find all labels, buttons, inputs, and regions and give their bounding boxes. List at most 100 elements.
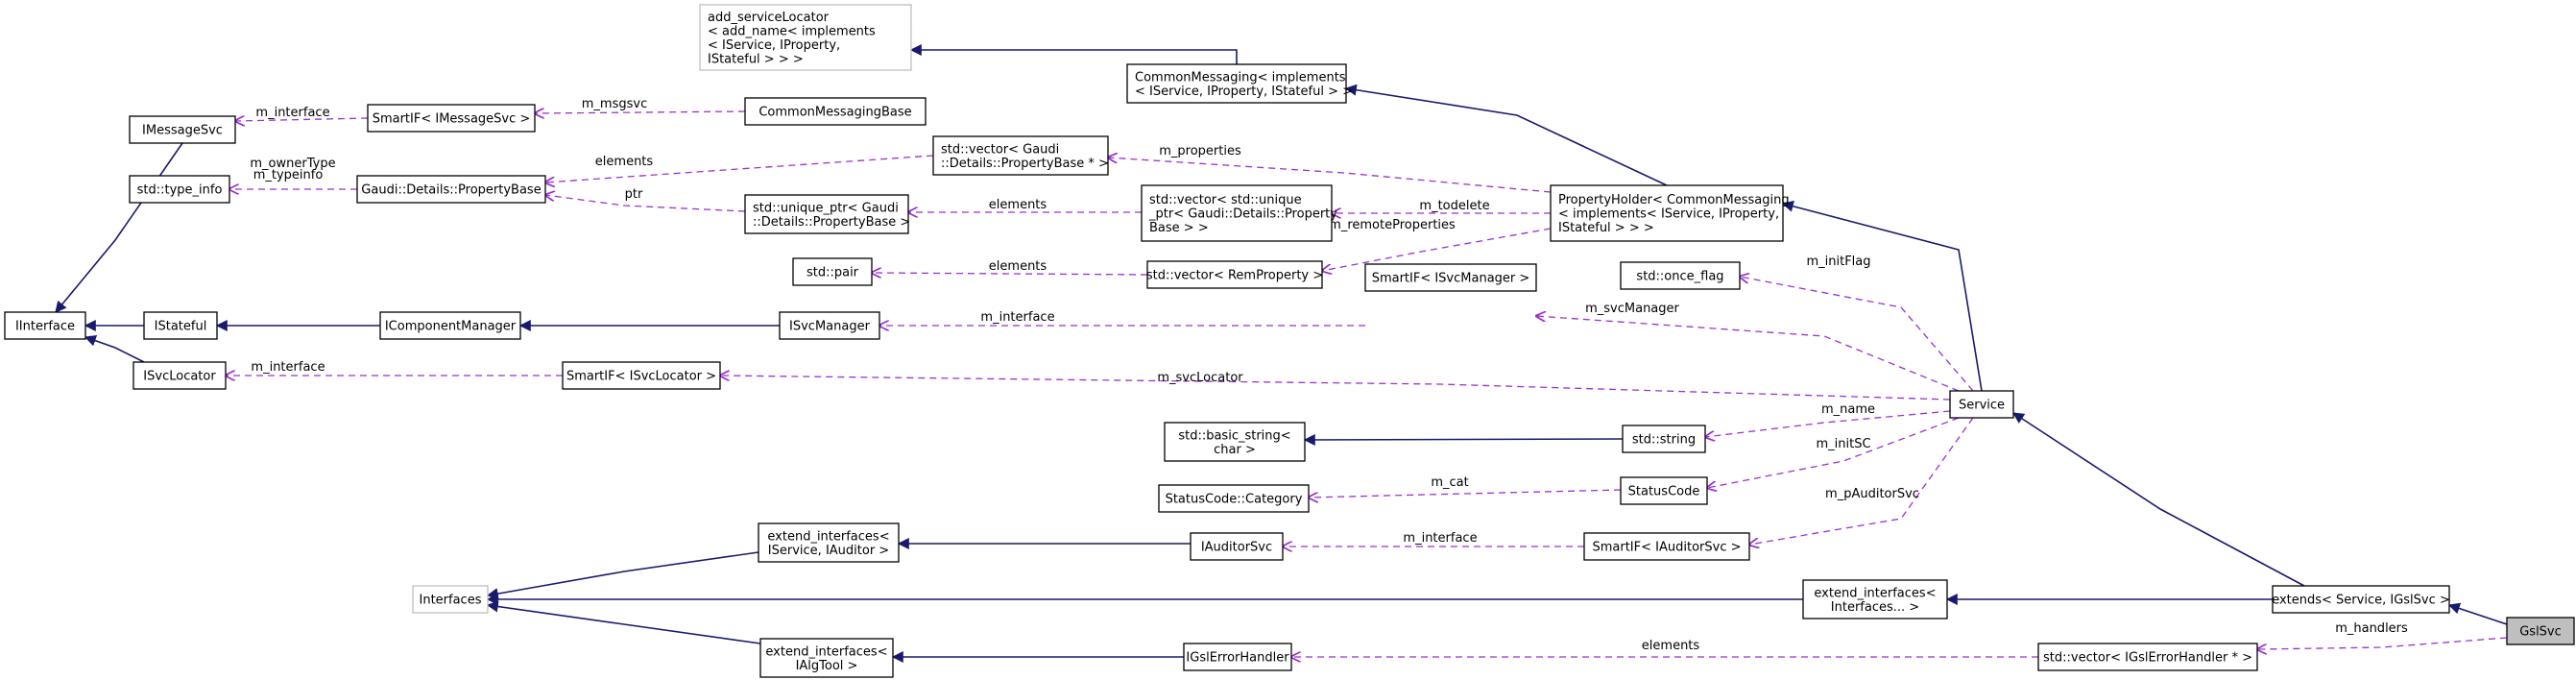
class-box-status-code-category [1158, 484, 1310, 513]
member-edge-common-messaging-base-to-smart-if-imessage-svc [535, 111, 746, 113]
class-node-std-type-info[interactable]: std::type_info [129, 175, 230, 204]
class-box-std-unique-ptr [744, 194, 909, 234]
class-node-std-string[interactable]: std::string [1622, 425, 1706, 453]
class-node-extend-interfaces-interfaces[interactable]: extend_interfaces<Interfaces... > [1802, 579, 1948, 619]
class-box-extend-interfaces-iservice-iauditor [758, 522, 900, 563]
class-label-common-messaging-line-1: CommonMessaging< implements [1135, 70, 1346, 85]
class-node-std-unique-ptr[interactable]: std::unique_ptr< Gaudi::Details::Propert… [744, 194, 910, 234]
class-box-common-messaging-base [744, 97, 927, 126]
class-node-gsl-svc[interactable]: GslSvc [2506, 617, 2575, 645]
class-node-istateful[interactable]: IStateful [143, 311, 218, 340]
class-node-status-code[interactable]: StatusCode [1620, 476, 1708, 505]
class-node-common-messaging[interactable]: CommonMessaging< implements< IService, I… [1126, 63, 1353, 104]
class-box-service [1949, 390, 2014, 419]
edge-label-m-name: m_name [1821, 402, 1875, 417]
inheritance-edge-property-holder-to-common-messaging [1344, 84, 1668, 186]
class-label-std-vector-unique-ptr-line-3: Base > > [1149, 221, 1209, 235]
edge-label-m-svc-locator: m_svcLocator [1157, 371, 1243, 385]
inheritance-edge-extend-interfaces-ialg-tool-to-interfaces [486, 600, 761, 644]
edge-label-m-todelete: m_todelete [1419, 199, 1489, 213]
class-node-std-vector-rem-property[interactable]: std::vector< RemProperty > [1146, 260, 1323, 289]
class-box-extend-interfaces-ialg-tool [759, 638, 894, 678]
class-label-std-type-info-line-1: std::type_info [137, 183, 223, 198]
class-label-smart-if-iauditor-svc-line-1: SmartIF< IAuditorSvc > [1592, 541, 1741, 555]
class-label-isvc-manager-line-1: ISvcManager [789, 320, 871, 334]
class-box-smart-if-iauditor-svc [1583, 532, 1750, 561]
class-label-add-service-locator-line-4: IStateful > > > [708, 52, 804, 66]
class-box-property-base [356, 175, 546, 204]
member-edge-service-to-smart-if-isvc-locator [720, 376, 1951, 401]
class-node-smart-if-imessage-svc[interactable]: SmartIF< IMessageSvc > [367, 104, 536, 133]
class-label-extend-interfaces-interfaces-line-2: Interfaces... > [1831, 600, 1919, 615]
class-label-extend-interfaces-iservice-iauditor-line-2: IService, IAuditor > [768, 544, 889, 558]
member-edge-service-to-std-once-flag [1740, 277, 1974, 392]
inheritance-edge-gsl-svc-to-extends-service-igsl-svc [2447, 602, 2508, 625]
class-box-icomponent-manager [379, 311, 521, 340]
inheritance-edge-common-messaging-to-add-service-locator [909, 44, 1238, 64]
class-node-std-basic-string[interactable]: std::basic_string<char > [1164, 422, 1306, 462]
class-node-std-vector-property-base[interactable]: std::vector< Gaudi::Details::PropertyBas… [932, 135, 1109, 176]
class-node-smart-if-isvc-manager[interactable]: SmartIF< ISvcManager > [1364, 263, 1537, 292]
class-box-std-vector-property-base [932, 135, 1109, 176]
edge-label-m-init-flag: m_initFlag [1806, 255, 1870, 269]
class-box-isvc-locator [132, 361, 227, 390]
class-node-smart-if-isvc-locator[interactable]: SmartIF< ISvcLocator > [562, 361, 721, 390]
inheritance-edge-imessage-svc-to-iinterface [55, 142, 183, 313]
class-node-std-vector-igsl-error-handler[interactable]: std::vector< IGslErrorHandler * > [2037, 643, 2258, 671]
class-label-add-service-locator-line-1: add_serviceLocator [708, 11, 830, 25]
class-label-status-code-category-line-1: StatusCode::Category [1166, 493, 1303, 507]
class-label-std-vector-rem-property-line-1: std::vector< RemProperty > [1146, 269, 1323, 283]
class-node-property-holder[interactable]: PropertyHolder< CommonMessaging< impleme… [1550, 184, 1790, 242]
class-node-imessage-svc[interactable]: IMessageSvc [129, 115, 236, 144]
member-edge-status-code-to-status-code-category [1309, 489, 1622, 498]
class-node-interfaces[interactable]: Interfaces [412, 585, 489, 614]
class-node-add-service-locator[interactable]: add_serviceLocator< add_name< implements… [699, 4, 912, 71]
edge-label-m-owner-type: m_ownerType [250, 157, 335, 171]
class-box-std-vector-igsl-error-handler [2037, 643, 2258, 671]
class-label-istateful-line-1: IStateful [155, 320, 207, 334]
class-box-std-basic-string [1164, 422, 1306, 462]
class-box-extend-interfaces-interfaces [1802, 579, 1948, 619]
class-node-iauditor-svc[interactable]: IAuditorSvc [1190, 532, 1284, 561]
edge-label-elements-gsl: elements [1642, 639, 1700, 653]
class-node-isvc-manager[interactable]: ISvcManager [779, 311, 880, 340]
class-box-common-messaging [1126, 63, 1347, 104]
edge-label-m-typeinfo: m_typeinfo [253, 168, 324, 182]
class-node-icomponent-manager[interactable]: IComponentManager [379, 311, 521, 340]
class-node-status-code-category[interactable]: StatusCode::Category [1158, 484, 1310, 513]
class-node-igsl-error-handler[interactable]: IGslErrorHandler [1183, 643, 1292, 671]
class-box-std-once-flag [1620, 261, 1741, 290]
inheritance-edge-service-to-property-holder [1781, 200, 1983, 392]
class-node-service[interactable]: Service [1949, 390, 2014, 419]
class-node-std-once-flag[interactable]: std::once_flag [1620, 261, 1741, 290]
class-node-iinterface[interactable]: IInterface [4, 311, 86, 340]
class-node-smart-if-iauditor-svc[interactable]: SmartIF< IAuditorSvc > [1583, 532, 1750, 561]
class-label-std-basic-string-line-1: std::basic_string< [1178, 428, 1290, 443]
class-node-extend-interfaces-ialg-tool[interactable]: extend_interfaces<IAlgTool > [759, 638, 894, 678]
class-label-interfaces-line-1: Interfaces [420, 594, 482, 608]
class-node-common-messaging-base[interactable]: CommonMessagingBase [744, 97, 927, 126]
inheritance-edge-isvc-locator-to-iinterface [84, 334, 145, 363]
class-box-iinterface [4, 311, 86, 340]
class-node-extends-service-igsl-svc[interactable]: extends< Service, IGslSvc > [2272, 585, 2450, 614]
edge-label-m-svc-manager: m_svcManager [1585, 302, 1679, 316]
class-node-extend-interfaces-iservice-iauditor[interactable]: extend_interfaces<IService, IAuditor > [758, 522, 900, 563]
edge-label-m-interface-svcmgr: m_interface [980, 310, 1054, 325]
class-box-smart-if-imessage-svc [367, 104, 536, 133]
class-node-std-vector-unique-ptr[interactable]: std::vector< std::unique_ptr< Gaudi::Det… [1141, 184, 1337, 242]
class-box-imessage-svc [129, 115, 236, 144]
class-label-std-string-line-1: std::string [1632, 433, 1696, 448]
class-box-std-vector-unique-ptr [1141, 184, 1333, 242]
edge-label-m-interface-aud: m_interface [1403, 531, 1477, 546]
class-box-std-type-info [129, 175, 230, 204]
inheritance-edge-extends-service-igsl-svc-to-service [2011, 412, 2305, 587]
edge-label-m-p-auditor-svc: m_pAuditorSvc [1825, 487, 1919, 501]
class-box-igsl-error-handler [1183, 643, 1292, 671]
class-node-std-pair[interactable]: std::pair [792, 257, 873, 286]
class-box-property-holder [1550, 184, 1784, 242]
class-box-gsl-svc [2506, 617, 2575, 645]
member-edge-std-vector-property-base-to-property-base [545, 155, 934, 182]
class-node-property-base[interactable]: Gaudi::Details::PropertyBase [356, 175, 546, 204]
class-box-smart-if-isvc-locator [562, 361, 721, 390]
class-node-isvc-locator[interactable]: ISvcLocator [132, 361, 227, 390]
